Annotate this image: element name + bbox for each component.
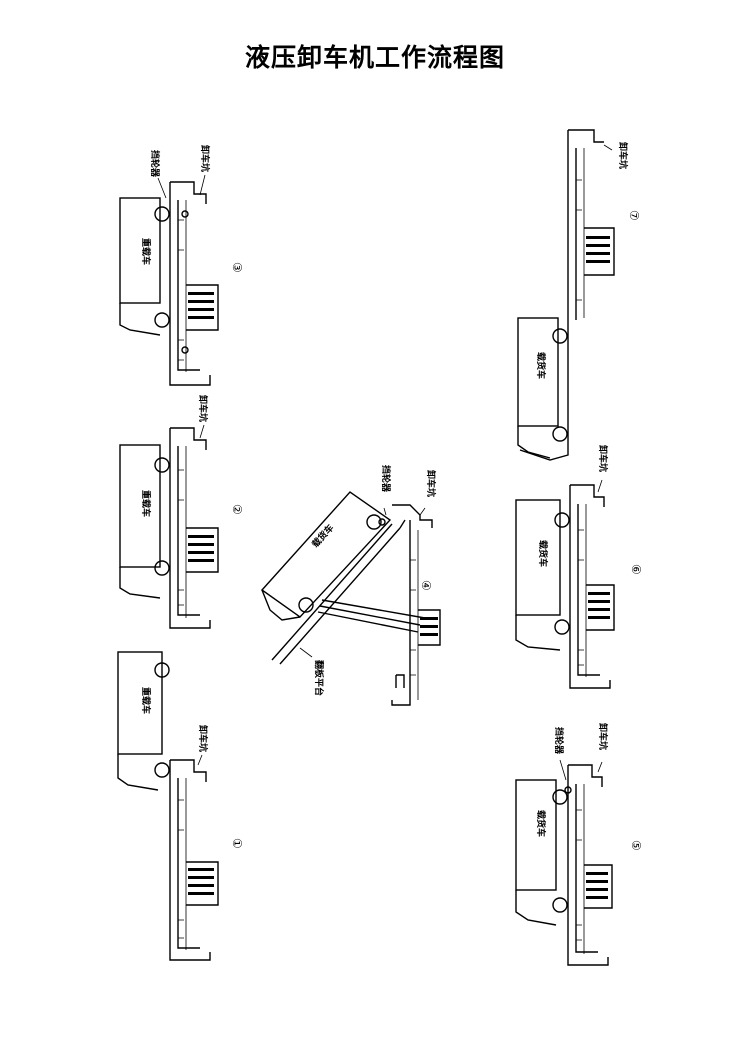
truck-label-3: 重载车 — [140, 238, 152, 265]
step-7-marker: ⑦ — [627, 210, 641, 221]
step-6-unit — [515, 484, 615, 689]
page-title: 液压卸车机工作流程图 — [244, 43, 505, 72]
pit-label-7: 卸车坑 — [617, 142, 629, 169]
step-1-marker: ① — [230, 838, 244, 849]
pit-label-5: 卸车坑 — [597, 723, 609, 750]
step-3-unit — [119, 181, 219, 386]
step-7-unit — [517, 129, 615, 461]
step-5-unit — [515, 764, 613, 966]
truck-label-4: 载货车 — [309, 522, 336, 550]
truck-label-7: 载货车 — [535, 352, 547, 379]
stopper-label-4: 挡轮器 — [380, 465, 392, 493]
step-5-marker: ⑤ — [629, 840, 643, 851]
truck-label-5: 载货车 — [535, 810, 547, 837]
truck-box — [119, 197, 161, 304]
step-4-marker: ④ — [419, 580, 433, 591]
stopper-label-5: 挡轮器 — [553, 727, 565, 755]
pit-label-2: 卸车坑 — [197, 395, 209, 422]
truck-label-6: 载货车 — [537, 540, 549, 567]
platform-label-4: 翻板平台 — [313, 660, 325, 696]
pit-label-1: 卸车坑 — [197, 725, 209, 752]
step-2-marker: ② — [230, 504, 244, 515]
truck-label-2: 重载车 — [140, 490, 152, 517]
pit-label-4: 卸车坑 — [425, 470, 437, 497]
step-4-unit — [260, 491, 441, 706]
truck-label-1: 重载车 — [140, 687, 152, 714]
step-3-marker: ③ — [230, 262, 244, 273]
pit-label-3: 卸车坑 — [199, 145, 211, 172]
step-6-marker: ⑥ — [629, 564, 643, 575]
stopper-label-3: 挡轮器 — [149, 150, 161, 178]
pit-label-6: 卸车坑 — [597, 445, 609, 472]
step-2-unit — [119, 427, 219, 629]
step-1-unit — [117, 651, 219, 961]
